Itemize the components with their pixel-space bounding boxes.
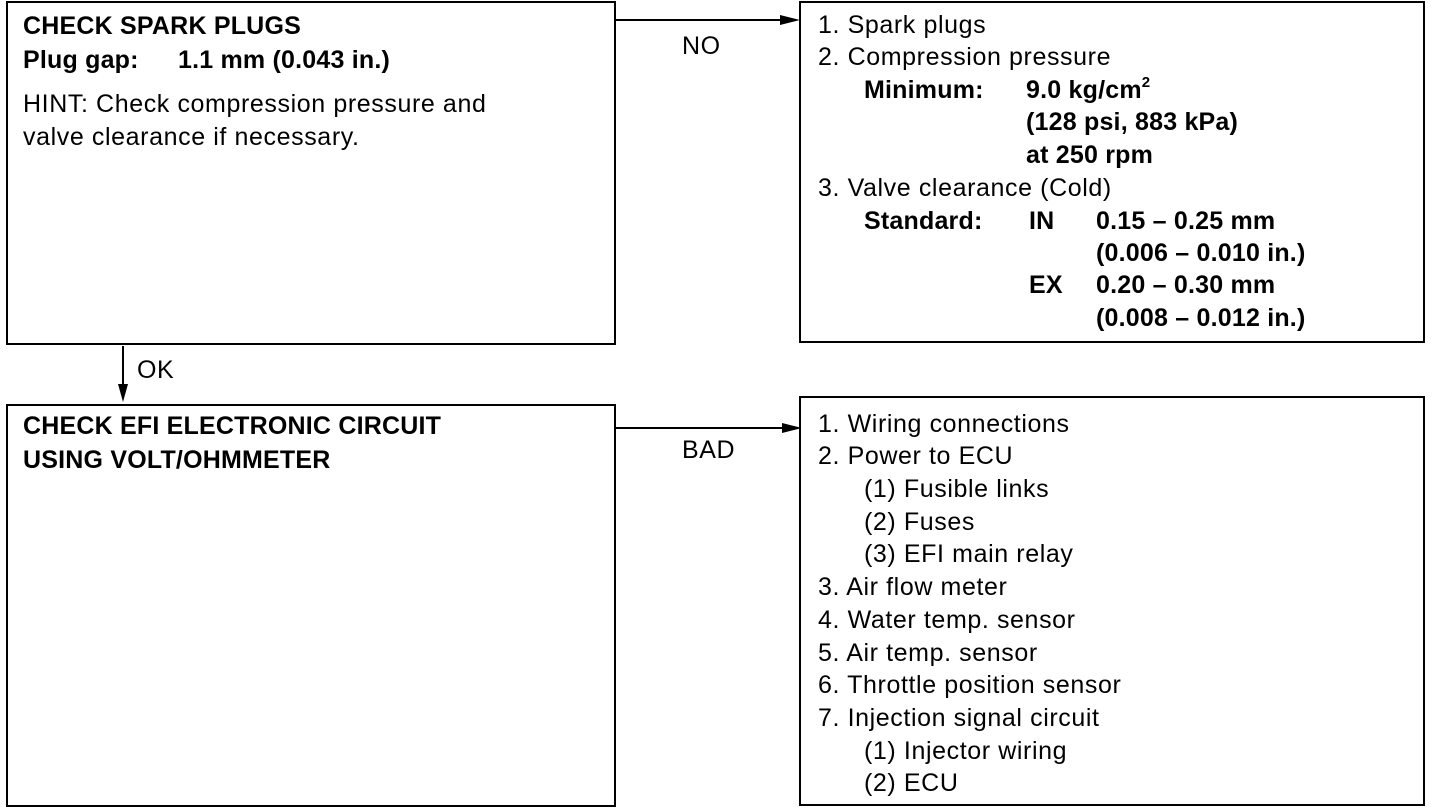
bad-subitem-efi-main-relay: (3) EFI main relay — [864, 540, 1074, 568]
check-efi-circuit-box — [6, 404, 616, 807]
bad-subitem-injector-wiring: (1) Injector wiring — [864, 737, 1068, 765]
ok-arrowhead — [118, 384, 128, 402]
exhaust-label: EX — [1029, 271, 1063, 299]
intake-label: IN — [1029, 207, 1055, 235]
check-spark-plugs-box — [6, 1, 616, 345]
bad-subitem-fusible-links: (1) Fusible links — [864, 475, 1050, 503]
minimum-value-rpm: at 250 rpm — [1026, 141, 1154, 169]
plug-gap-label: Plug gap: — [23, 46, 139, 74]
minimum-value: 9.0 kg/cm2 — [1026, 73, 1151, 104]
minimum-label: Minimum: — [864, 76, 984, 104]
bad-item-water-temp-sensor: 4. Water temp. sensor — [818, 606, 1076, 634]
exhaust-value-mm: 0.20 – 0.30 mm — [1096, 271, 1276, 299]
exhaust-value-in: (0.008 – 0.012 in.) — [1096, 304, 1306, 332]
bad-arrowhead — [782, 423, 802, 433]
no-arrowhead — [780, 15, 800, 25]
bad-item-wiring-connections: 1. Wiring connections — [818, 410, 1070, 438]
no-item-valve-clearance: 3. Valve clearance (Cold) — [818, 174, 1112, 202]
hint-line-1: HINT: Check compression pressure and — [23, 90, 487, 118]
bad-branch-label: BAD — [682, 436, 736, 464]
no-branch-label: NO — [682, 32, 721, 60]
bad-item-air-temp-sensor: 5. Air temp. sensor — [818, 639, 1038, 667]
intake-value-mm: 0.15 – 0.25 mm — [1096, 207, 1276, 235]
standard-label: Standard: — [864, 207, 983, 235]
plug-gap-value: 1.1 mm (0.043 in.) — [178, 46, 391, 74]
bad-subitem-fuses: (2) Fuses — [864, 508, 975, 536]
hint-line-2: valve clearance if necessary. — [23, 123, 360, 151]
ok-branch-label: OK — [137, 356, 175, 384]
bad-item-power-to-ecu: 2. Power to ECU — [818, 442, 1014, 470]
intake-value-in: (0.006 – 0.010 in.) — [1096, 239, 1306, 267]
check-spark-plugs-title: CHECK SPARK PLUGS — [23, 12, 301, 40]
no-item-compression-pressure: 2. Compression pressure — [818, 43, 1112, 71]
bad-item-throttle-position-sensor: 6. Throttle position sensor — [818, 671, 1122, 699]
check-efi-title-line-2: USING VOLT/OHMMETER — [23, 446, 331, 474]
no-item-spark-plugs: 1. Spark plugs — [818, 11, 987, 39]
minimum-value-psi: (128 psi, 883 kPa) — [1026, 108, 1239, 136]
bad-item-air-flow-meter: 3. Air flow meter — [818, 573, 1008, 601]
check-efi-title-line-1: CHECK EFI ELECTRONIC CIRCUIT — [23, 412, 442, 440]
no-result-box — [799, 1, 1425, 343]
bad-result-box — [799, 396, 1425, 806]
bad-item-injection-signal-circuit: 7. Injection signal circuit — [818, 704, 1100, 732]
bad-subitem-ecu: (2) ECU — [864, 769, 959, 797]
